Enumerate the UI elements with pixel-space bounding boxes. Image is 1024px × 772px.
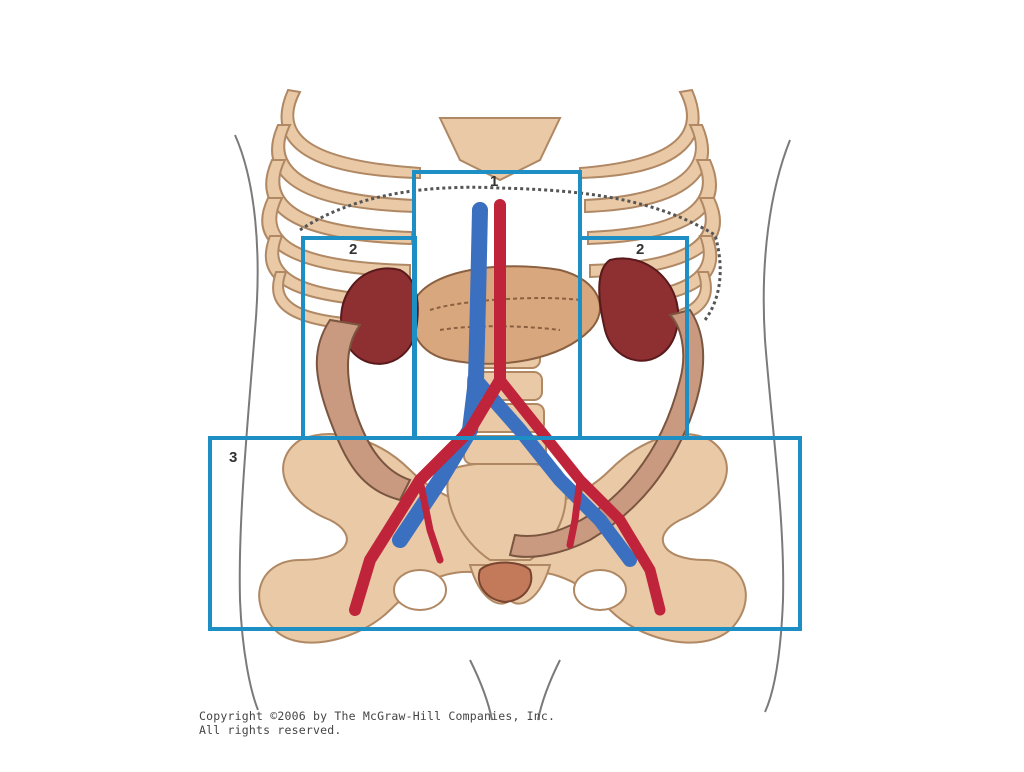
region-boxes: [208, 170, 802, 631]
region-2-left-label: 2: [349, 241, 358, 258]
copyright-line-1: Copyright ©2006 by The McGraw-Hill Compa…: [199, 709, 556, 723]
region-1-label: 1: [490, 173, 499, 190]
copyright-notice: Copyright ©2006 by The McGraw-Hill Compa…: [199, 709, 555, 737]
body-outline: [234, 134, 791, 721]
copyright-line-2: All rights reserved.: [199, 723, 342, 737]
kidneys: [340, 257, 680, 365]
region-2-right-label: 2: [636, 241, 645, 258]
bladder: [477, 561, 533, 604]
blood-vessels: [349, 199, 666, 616]
region-3-label: 3: [229, 449, 238, 466]
pelvis: [258, 433, 747, 644]
region-3-box: [208, 436, 802, 631]
diaphragm-outline: [299, 185, 722, 321]
